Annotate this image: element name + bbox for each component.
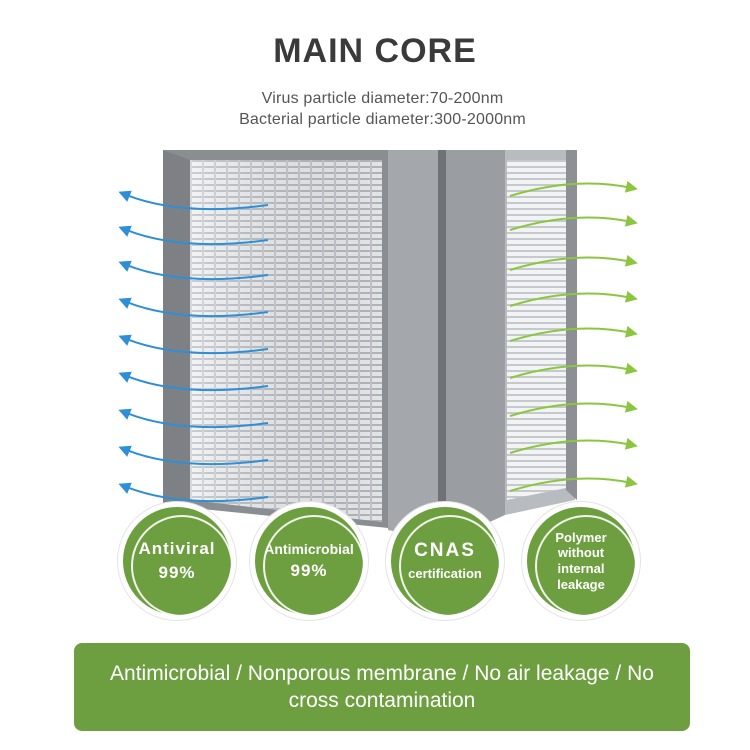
polymer-line-4: leakage — [557, 576, 605, 592]
green-airflow-arrow-icon — [509, 290, 638, 307]
blue-airflow-arrow-icon — [118, 482, 269, 503]
badge-ring-decoration — [131, 515, 233, 617]
badge-ring-decoration — [535, 515, 637, 617]
green-airflow-arrow-icon — [509, 254, 638, 271]
antiviral-label: Antiviral — [138, 539, 216, 559]
cnas-badge: CNAS certification — [386, 502, 504, 620]
blue-airflow-arrow-icon — [118, 371, 269, 392]
core-corner-posts — [388, 150, 505, 540]
polymer-line-3: internal — [557, 561, 605, 576]
heat-exchanger-core-illustration — [118, 150, 638, 540]
outgoing-airflow-arrows — [118, 190, 269, 503]
green-airflow-arrow-icon — [509, 400, 638, 417]
cnas-label: CNAS — [414, 540, 476, 562]
blue-airflow-arrow-icon — [118, 408, 269, 429]
page-title: MAIN CORE — [273, 32, 477, 70]
blue-airflow-arrow-icon — [118, 334, 269, 355]
feature-banner-text: Antimicrobial / Nonporous membrane / No … — [110, 661, 654, 712]
badge-ring-decoration — [399, 515, 501, 617]
blue-airflow-arrow-icon — [118, 297, 269, 318]
cnas-certification: certification — [408, 565, 482, 581]
polymer-line-2: without — [557, 545, 605, 561]
incoming-airflow-arrows — [509, 180, 638, 492]
polymer-badge: Polymer without internal leakage — [522, 502, 640, 620]
feature-banner: Antimicrobial / Nonporous membrane / No … — [74, 643, 690, 731]
green-airflow-arrow-icon — [509, 325, 638, 342]
blue-airflow-arrow-icon — [118, 225, 269, 246]
virus-diameter-text: Virus particle diameter:70-200nm — [261, 90, 504, 107]
green-airflow-arrow-icon — [509, 180, 638, 197]
green-airflow-arrow-icon — [509, 437, 638, 454]
polymer-line-1: Polymer — [555, 529, 607, 545]
green-airflow-arrow-icon — [509, 362, 638, 379]
blue-airflow-arrow-icon — [118, 445, 269, 466]
green-airflow-arrow-icon — [509, 475, 638, 492]
blue-airflow-arrow-icon — [118, 190, 269, 211]
antimicrobial-percent: 99% — [290, 561, 328, 581]
antimicrobial-badge: Antimicrobial 99% — [250, 502, 368, 620]
blue-airflow-arrow-icon — [118, 260, 269, 281]
antiviral-badge: Antiviral 99% — [118, 502, 236, 620]
core-left-face — [163, 150, 388, 528]
green-airflow-arrow-icon — [509, 214, 638, 231]
antimicrobial-label: Antimicrobial — [264, 541, 354, 558]
badge-ring-decoration — [263, 515, 365, 617]
antiviral-percent: 99% — [158, 563, 196, 582]
bacteria-diameter-text: Bacterial particle diameter:300-2000nm — [239, 111, 526, 128]
